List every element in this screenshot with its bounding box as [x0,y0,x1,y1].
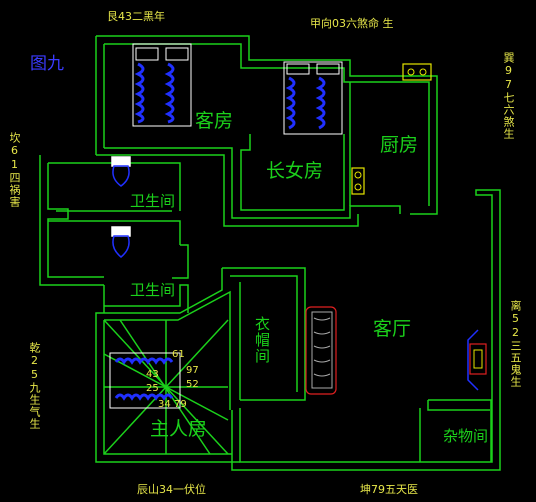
wall-bath-left [39,155,104,286]
bed-master-room [109,352,181,409]
direction-right-lower: 离52三五鬼生 [509,300,522,388]
center-number: 34 [158,399,171,410]
center-number: 97 [186,365,199,376]
center-number: 43 [146,369,159,380]
wall-cloak [222,267,306,401]
room-kitchen: 厨房 [380,134,419,156]
room-guest-room: 客房 [195,110,234,132]
wall-north-inner [104,43,430,206]
wall-daughter-bottom [104,147,401,219]
wall-storage [428,399,492,462]
wall-bath-left-inner [47,163,104,278]
figure-label: 图九 [30,54,64,74]
room-storage-room: 杂物间 [443,427,489,445]
direction-right-upper: 巽97七六煞生 [502,52,515,140]
wall-master [95,268,240,463]
living-room-sofa [305,306,337,395]
direction-top-right: 甲向03六煞命 生 [310,17,394,30]
bed-daughter-room [283,61,343,135]
wall-storage-inner [427,400,490,411]
walls [39,35,501,471]
center-number: 52 [186,379,199,390]
toilet-bathroom-1 [111,156,131,187]
room-eldest-daughter-room: 长女房 [266,160,324,182]
wall-south-east [231,189,501,471]
wall-daughter-inner [240,134,345,211]
wall-bath1-top [48,162,181,211]
direction-bottom-left: 辰山34一伏位 [137,483,206,496]
wall-north [96,35,438,215]
center-number: 79 [174,399,187,410]
kitchen-stove [351,167,365,195]
room-bathroom-2: 卫生间 [130,281,176,299]
direction-left-lower: 乾25九生气生 [28,342,41,430]
bed-guest-room [132,43,192,127]
direction-left-upper: 坎61四祸害 [8,132,21,208]
room-master-bedroom: 主人房 [150,418,208,440]
wall-master-inner [104,290,231,410]
direction-bottom-right: 坤79五天医 [360,483,418,496]
wall-bath2-right [172,244,189,279]
wall-bath2-top [48,220,181,245]
kitchen-sink [402,63,432,81]
center-number: 25 [146,383,159,394]
room-bathroom-1: 卫生间 [130,192,176,210]
center-number: 61 [172,349,185,360]
toilet-bathroom-2 [111,226,131,258]
direction-top-left: 艮43二黑年 [107,10,165,23]
room-cloakroom: 衣帽间 [253,316,271,364]
diagram-line [103,353,229,421]
wall-bath2-bottom [104,284,189,313]
room-living-room: 客厅 [373,318,412,340]
living-room-tv-unit [467,329,487,391]
wall-cloak-inner [230,275,298,392]
wall-daughter-bottom-outer [96,154,359,227]
